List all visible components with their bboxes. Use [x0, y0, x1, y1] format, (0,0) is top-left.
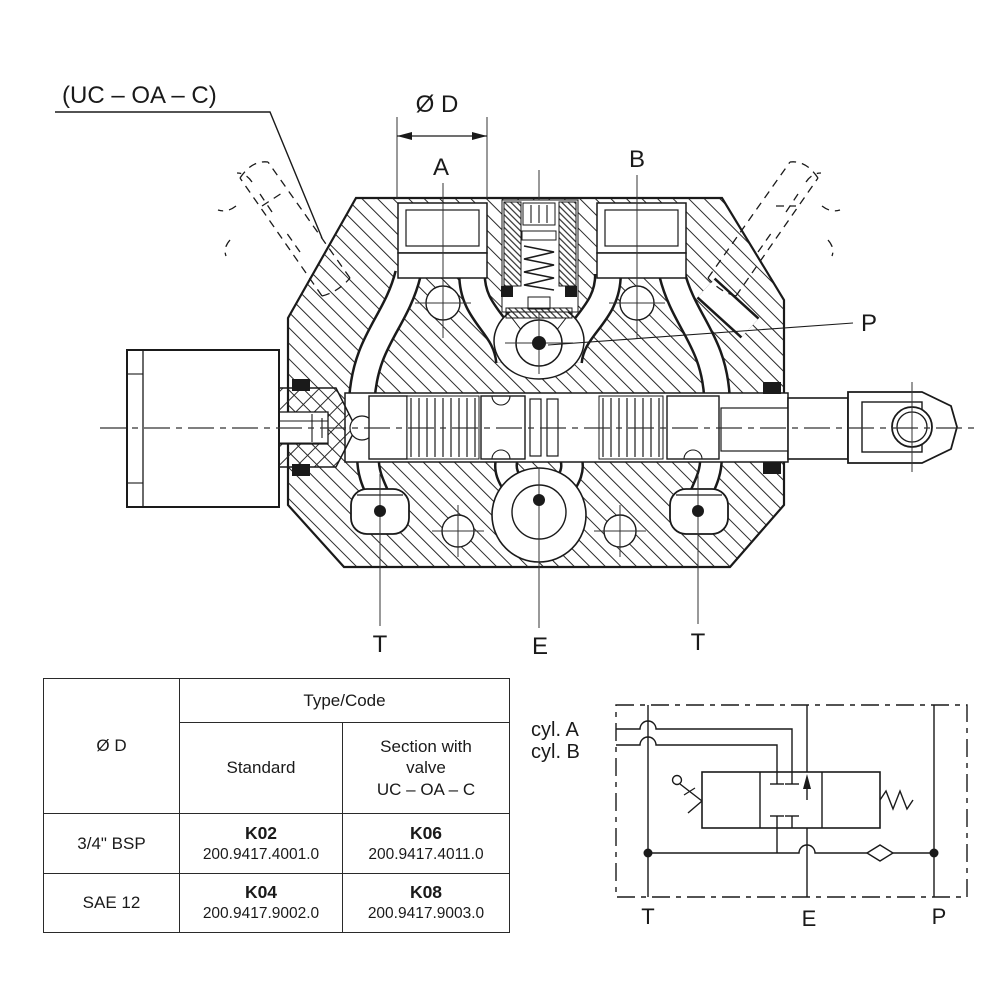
size-cell: 3/4" BSP	[43, 813, 180, 874]
shaft-seals	[292, 379, 781, 476]
table-row: 3/4" BSP K02 200.9417.4001.0 K06 200.941…	[43, 813, 510, 874]
relief-spring	[523, 245, 555, 291]
table-header-section-valve: Section with valve UC – OA – C	[342, 722, 510, 814]
diameter-dimension: Ø D	[396, 91, 488, 198]
port-t-right-label: T	[691, 629, 706, 656]
standard-code-cell: K02 200.9417.4001.0	[179, 813, 343, 874]
cyl-b-label: cyl. B	[531, 741, 580, 763]
phantom-option-label: (UC – OA – C)	[62, 82, 217, 109]
schematic-e-label: E	[802, 906, 817, 931]
table-header-standard: Standard	[179, 722, 343, 814]
table-header-diameter: Ø D	[43, 678, 180, 814]
phantom-leader-line	[55, 111, 323, 239]
table-row: SAE 12 K04 200.9417.9002.0 K08 200.9417.…	[43, 873, 510, 933]
valve-symbol-box	[701, 771, 881, 829]
lever-symbol	[671, 774, 703, 814]
section-code-cell: K06 200.9417.4011.0	[342, 813, 510, 874]
junction-dot-t	[643, 848, 653, 858]
port-t-left-label: T	[373, 631, 388, 658]
valve-body-section	[100, 170, 974, 569]
pilot-rail	[648, 844, 867, 854]
section-code-cell: K08 200.9417.9003.0	[342, 873, 510, 933]
diameter-dim-label: Ø D	[416, 91, 459, 118]
spring-symbol	[879, 789, 914, 811]
check-valve-symbol	[865, 844, 895, 862]
schematic-boundary	[615, 704, 968, 898]
phantom-lever-right	[707, 161, 841, 297]
valve-port-symbols	[770, 772, 808, 828]
table-header-type-code: Type/Code	[179, 678, 510, 723]
p-port-marker	[505, 312, 573, 374]
type-code-table: Ø D Type/Code Standard Section with valv…	[43, 678, 510, 933]
port-a-label: A	[433, 154, 449, 181]
port-e-label: E	[532, 633, 548, 660]
callouts: (UC – OA – C) Ø D A B P T E T	[55, 82, 877, 660]
flow-arrow	[803, 774, 811, 789]
p-leader-line	[547, 322, 854, 346]
schematic-p-label: P	[932, 904, 947, 929]
hydraulic-schematic: cyl. A cyl. B T E P	[531, 704, 968, 931]
port-p-label: P	[861, 310, 877, 337]
cyl-a-label: cyl. A	[531, 719, 579, 741]
port-b-label: B	[629, 146, 645, 173]
standard-code-cell: K04 200.9417.9002.0	[179, 873, 343, 933]
spool-rod-clevis	[787, 382, 958, 472]
size-cell: SAE 12	[43, 873, 180, 933]
cyl-a-line	[616, 720, 793, 772]
relief-valve-cartridge	[501, 199, 579, 332]
phantom-lever-left	[217, 161, 351, 297]
port-b-bore	[596, 202, 687, 279]
bottom-port-leaders	[374, 468, 704, 628]
junction-dot-p	[929, 848, 939, 858]
cyl-b-line	[616, 736, 778, 772]
schematic-t-label: T	[641, 904, 654, 929]
